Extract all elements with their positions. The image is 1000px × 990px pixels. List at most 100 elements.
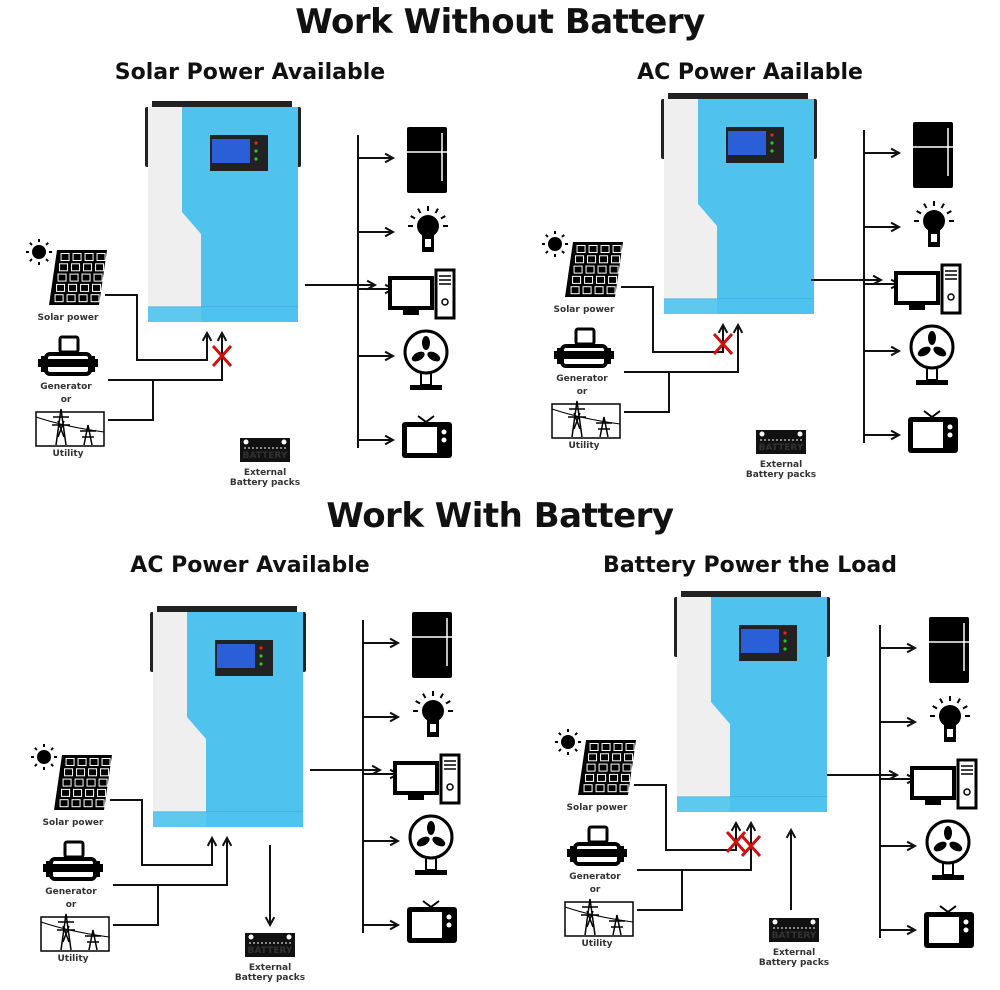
light-bulb-icon (930, 696, 970, 742)
refrigerator-icon (913, 122, 953, 188)
solar-power-label: Solar power (43, 818, 104, 828)
arrow (811, 274, 884, 286)
solar-panel-icon (26, 239, 107, 305)
battery-label-external: External (249, 963, 291, 973)
generator-label: Generator (569, 872, 621, 882)
blocked-cross-icon (712, 332, 734, 356)
arrow (880, 924, 918, 936)
arrow (358, 152, 396, 164)
battery-icon-label: BATTERY (759, 443, 804, 453)
television-icon (924, 905, 974, 948)
utility-label: Utility (568, 441, 599, 451)
title-with-battery: Work With Battery (326, 496, 674, 536)
status-led (254, 141, 258, 145)
panel-title-4: Battery Power the Load (603, 553, 897, 578)
arrow (363, 711, 401, 723)
or-label: or (577, 387, 588, 397)
battery-icon-label: BATTERY (248, 946, 293, 956)
generator-label: Generator (40, 382, 92, 392)
fan-icon (925, 819, 971, 880)
solar-power-label: Solar power (567, 803, 628, 813)
arrow (363, 835, 401, 847)
computer-icon (894, 263, 962, 315)
connection-line (624, 329, 739, 373)
fan-icon (403, 329, 449, 390)
arrow (216, 330, 228, 345)
arrow (201, 330, 213, 345)
light-bulb-icon (408, 206, 448, 252)
battery-label-external: External (773, 948, 815, 958)
refrigerator-icon (929, 617, 969, 683)
status-led (259, 654, 263, 658)
status-led (770, 141, 774, 145)
fan-icon (408, 814, 454, 875)
battery-label-packs: Battery packs (746, 470, 816, 480)
load-group (310, 612, 461, 943)
status-led (254, 149, 258, 153)
utility-label: Utility (57, 954, 88, 964)
load-group (811, 122, 962, 453)
connection-line (108, 337, 223, 381)
solar-power-label: Solar power (554, 305, 615, 315)
arrow (717, 322, 729, 337)
arrow (880, 716, 918, 728)
lcd-screen (212, 139, 250, 163)
inverter (674, 591, 830, 812)
blocked-cross-icon (740, 834, 762, 858)
connection-line (108, 380, 154, 421)
or-label: or (61, 395, 72, 405)
battery-icon-label: BATTERY (772, 931, 817, 941)
panel-title-3: AC Power Available (130, 553, 370, 578)
battery-label-packs: Battery packs (235, 973, 305, 983)
title-without-battery: Work Without Battery (295, 2, 705, 42)
battery-label-external: External (760, 460, 802, 470)
light-bulb-icon (914, 201, 954, 247)
arrow (310, 764, 383, 776)
blocked-cross-icon (211, 344, 233, 368)
lcd-screen (728, 131, 766, 155)
or-label: or (590, 885, 601, 895)
connection-line (110, 799, 213, 866)
inverter (145, 101, 301, 322)
arrow (363, 919, 401, 931)
television-icon (908, 410, 958, 453)
arrow (305, 279, 378, 291)
status-led (254, 157, 258, 161)
inverter (150, 606, 306, 827)
generator-label: Generator (556, 374, 608, 384)
computer-icon (910, 758, 978, 810)
television-icon (407, 900, 457, 943)
connection-line (624, 372, 670, 413)
solar-panel-icon (542, 231, 623, 297)
arrow (827, 769, 900, 781)
television-icon (402, 415, 452, 458)
lcd-screen (217, 644, 255, 668)
computer-icon (393, 753, 461, 805)
arrow (358, 226, 396, 238)
arrow (745, 820, 757, 835)
panel-title-2: AC Power Aailable (637, 60, 863, 85)
arrow (358, 434, 396, 446)
utility-tower-icon (35, 408, 105, 447)
solar-panel-icon (555, 729, 636, 795)
battery-label-packs: Battery packs (759, 958, 829, 968)
battery-icon-label: BATTERY (243, 451, 288, 461)
arrow (730, 820, 742, 835)
inverter (661, 93, 817, 314)
status-led (259, 646, 263, 650)
sun-icon (561, 735, 575, 749)
arrow (206, 835, 218, 850)
blocked-cross-icon (725, 830, 747, 854)
sun-icon (32, 245, 46, 259)
status-led (770, 149, 774, 153)
utility-label: Utility (52, 449, 83, 459)
arrow (358, 350, 396, 362)
or-label: or (66, 900, 77, 910)
battery-label-external: External (244, 468, 286, 478)
status-led (783, 631, 787, 635)
status-led (783, 639, 787, 643)
